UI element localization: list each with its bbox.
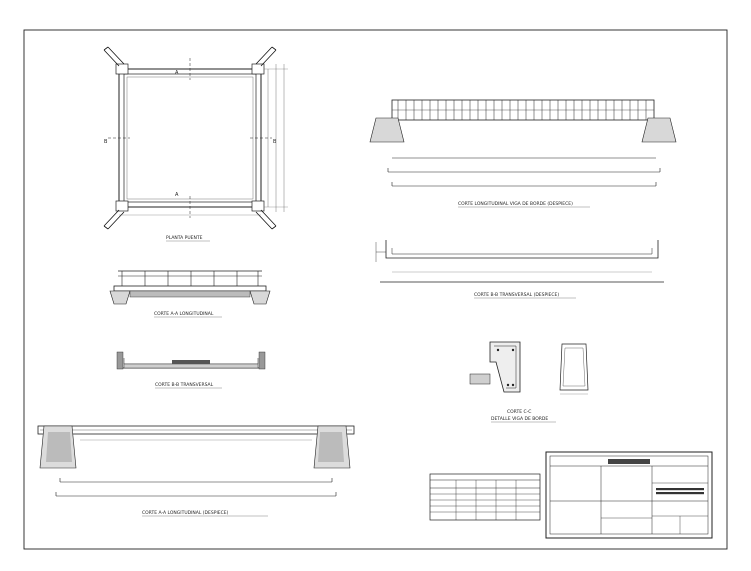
plan-cut-b-left: B bbox=[104, 139, 108, 145]
section-aa-long-steel-title: CORTE A-A LONGITUDINAL (DESPIECE) bbox=[142, 510, 229, 516]
detail-cc-subtitle: DETALLE VIGA DE BORDE bbox=[491, 416, 548, 422]
plan-view: A A B B bbox=[103, 46, 288, 230]
section-bb-transversal-steel bbox=[375, 240, 664, 283]
quantity-table bbox=[429, 473, 541, 521]
title-block bbox=[545, 451, 713, 539]
detail-cc bbox=[469, 341, 589, 395]
edge-beam-longitudinal-steel bbox=[369, 99, 677, 187]
detail-cc-title: CORTE C-C bbox=[507, 409, 531, 415]
sheet-border bbox=[23, 29, 728, 550]
section-aa-longitudinal-steel bbox=[37, 425, 355, 497]
plan-title: PLANTA PUENTE bbox=[166, 235, 203, 241]
section-aa-longitudinal bbox=[109, 270, 271, 305]
plan-cut-a-bottom: A bbox=[175, 192, 179, 198]
plan-cut-b-right: B bbox=[273, 139, 277, 145]
section-bb-trans-title: CORTE B-B TRANSVERSAL bbox=[155, 382, 214, 388]
section-aa-long-title: CORTE A-A LONGITUDINAL bbox=[154, 311, 214, 317]
plan-cut-a-top: A bbox=[175, 70, 179, 76]
section-bb-transversal bbox=[116, 351, 266, 370]
section-bb-trans-steel-title: CORTE B-B TRANSVERSAL (DESPIECE) bbox=[474, 292, 559, 298]
edge-beam-long-title: CORTE LONGITUDINAL VIGA DE BORDE (DESPIE… bbox=[458, 201, 573, 207]
